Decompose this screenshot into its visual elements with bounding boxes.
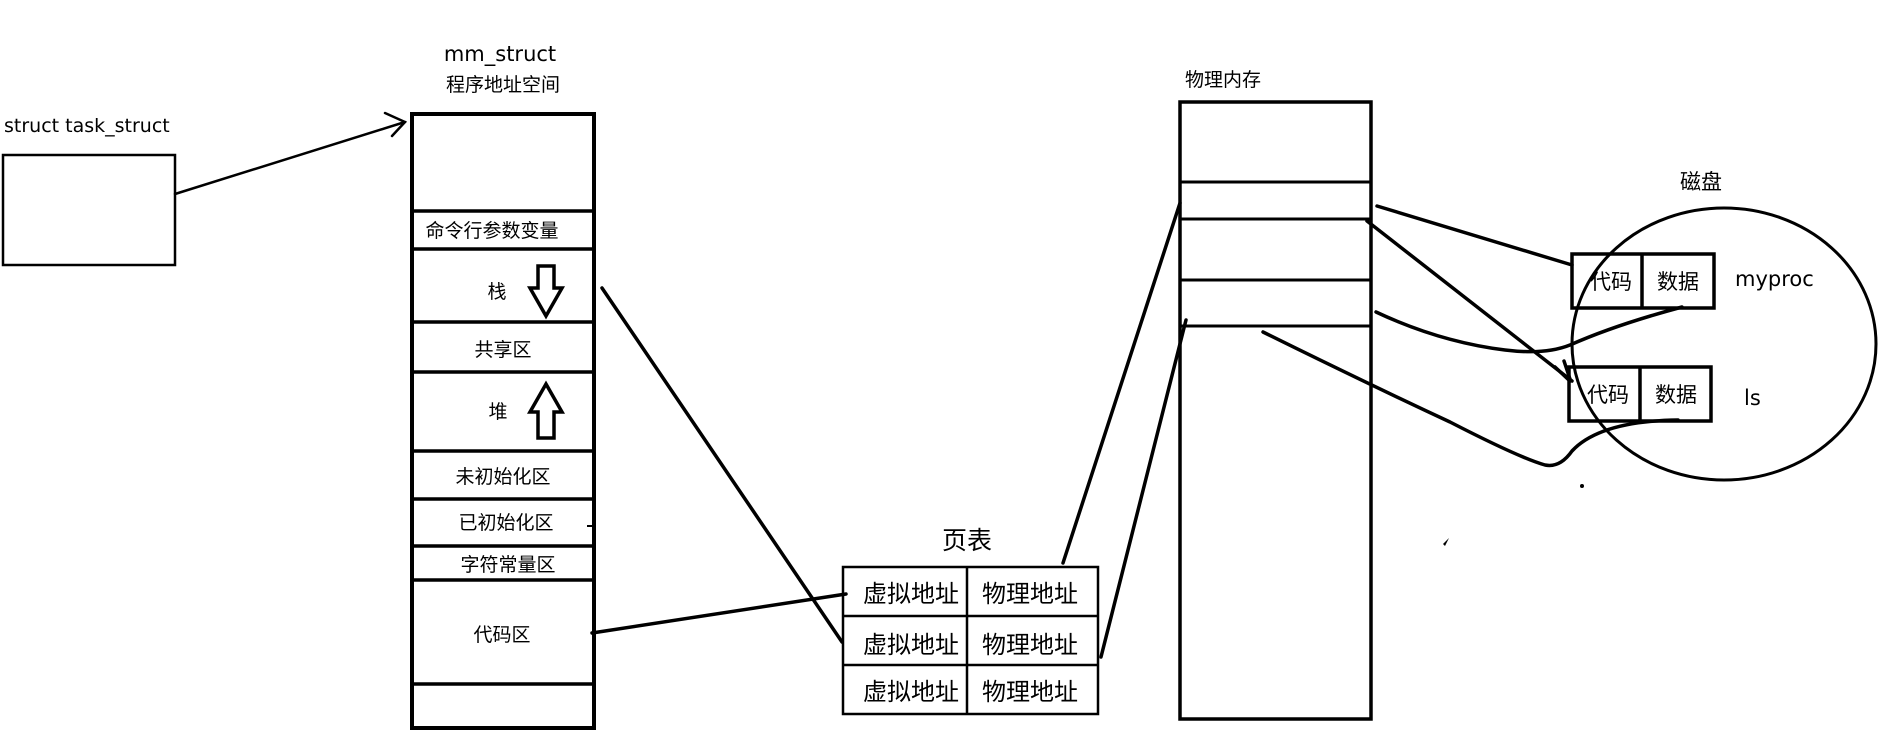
page-table-title: 页表	[942, 526, 992, 555]
region-rodata: 字符常量区	[460, 554, 555, 576]
program-name: myproc	[1735, 267, 1814, 291]
page-table: 页表 虚拟地址 物理地址 虚拟地址 物理地址 虚拟地址 物理地址	[841, 526, 1100, 716]
task-struct-label: struct task_struct	[4, 115, 170, 137]
program-data-segment: 数据	[1657, 270, 1699, 294]
program-code-segment: 代码	[1590, 270, 1632, 294]
physical-memory-box	[1178, 100, 1373, 721]
physical-memory-title: 物理内存	[1185, 69, 1261, 91]
physical-memory: 物理内存	[1178, 69, 1373, 721]
task-struct: struct task_struct	[1, 115, 177, 267]
stack-to-page-table-line	[600, 286, 844, 644]
mm-struct: mm_struct 程序地址空间 命令行参数变量 栈 共享区 堆 未初始化区 已…	[410, 42, 596, 730]
page-table-row: 虚拟地址 物理地址	[863, 580, 1078, 608]
region-cmdline: 命令行参数变量	[425, 220, 558, 242]
physical-address-cell: 物理地址	[982, 678, 1078, 706]
region-heap: 堆	[488, 401, 507, 423]
task-to-mm-arrow	[173, 111, 408, 196]
program-code-segment: 代码	[1587, 383, 1629, 407]
heap-grow-up-arrow-icon	[526, 380, 566, 440]
address-space-box	[410, 112, 596, 730]
physical-address-cell: 物理地址	[982, 580, 1078, 608]
program-name: ls	[1744, 386, 1761, 410]
page-table-to-memory-line-1	[1061, 201, 1182, 565]
stray-dot	[1580, 484, 1584, 488]
program-file-myproc: 代码 数据 myproc	[1570, 252, 1814, 310]
disk-title: 磁盘	[1680, 170, 1722, 194]
address-space-dividers	[412, 209, 594, 686]
page-table-to-memory-line-2	[1099, 318, 1188, 659]
physical-memory-dividers	[1180, 180, 1371, 328]
memory-to-myproc-data-curve	[1374, 305, 1684, 354]
memory-to-ls-data-curve	[1261, 330, 1680, 468]
stack-grow-down-arrow-icon	[526, 264, 566, 320]
region-stack: 栈	[487, 281, 506, 303]
region-shared: 共享区	[474, 339, 531, 361]
virtual-address-cell: 虚拟地址	[863, 580, 959, 608]
code-to-page-table-line	[590, 592, 848, 635]
mm-struct-subtitle: 程序地址空间	[446, 74, 560, 96]
region-bss: 未初始化区	[455, 466, 550, 488]
virtual-address-cell: 虚拟地址	[863, 631, 959, 659]
physical-address-cell: 物理地址	[982, 631, 1078, 659]
task-struct-box	[1, 153, 177, 267]
program-file-ls: 代码 数据 ls	[1567, 365, 1761, 423]
memory-to-ls-code-line	[1365, 219, 1574, 383]
memory-to-myproc-code-line	[1375, 204, 1574, 267]
mm-struct-title: mm_struct	[444, 42, 556, 67]
stray-tick	[1443, 538, 1449, 546]
page-table-row: 虚拟地址 物理地址	[863, 631, 1078, 659]
virtual-address-cell: 虚拟地址	[863, 678, 959, 706]
program-data-segment: 数据	[1655, 383, 1697, 407]
region-data: 已初始化区	[458, 512, 553, 534]
page-table-row: 虚拟地址 物理地址	[863, 678, 1078, 706]
disk-ellipse	[1570, 206, 1878, 482]
disk: 磁盘 代码 数据 myproc 代码 数据 ls	[1567, 170, 1878, 482]
ls-arrowhead	[1553, 359, 1573, 384]
region-code: 代码区	[473, 624, 530, 646]
mapping-lines	[590, 201, 1684, 659]
